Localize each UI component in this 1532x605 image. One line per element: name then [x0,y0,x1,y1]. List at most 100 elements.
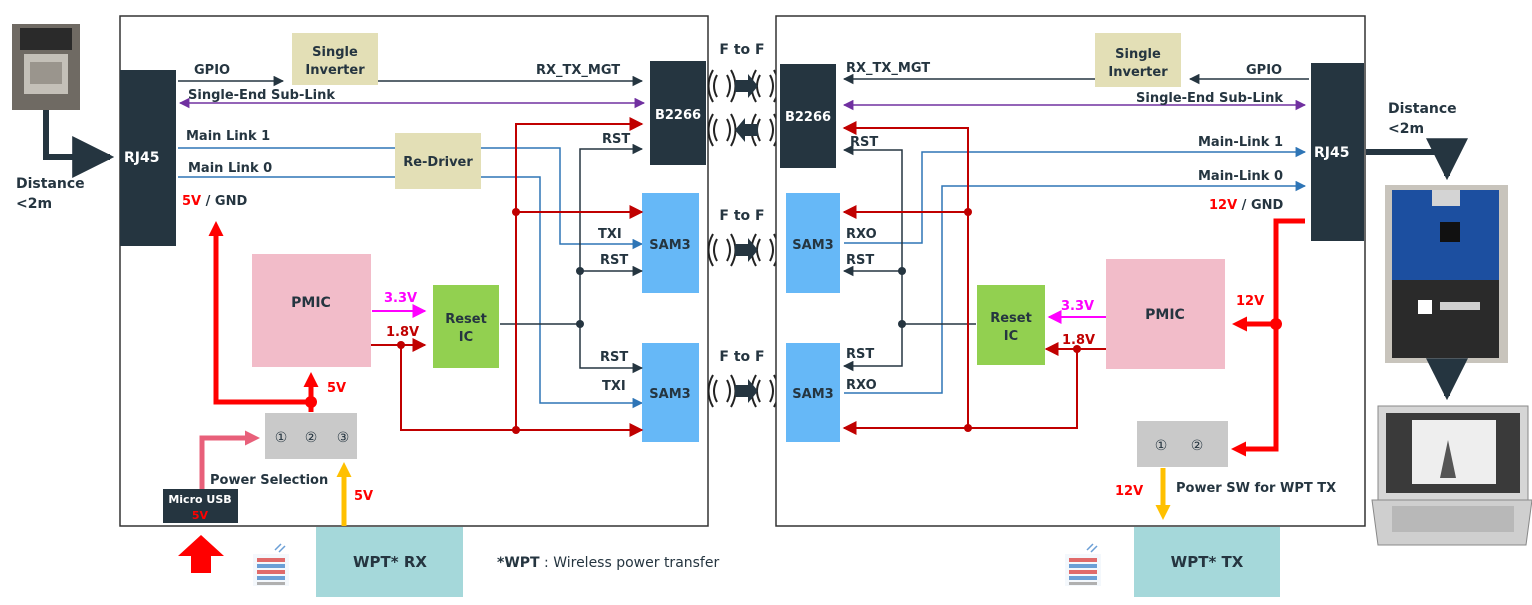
f-to-f-link-bottom: F to F [707,349,780,408]
coupler-icon [707,113,737,147]
f-to-f-link-middle: F to F [707,208,780,267]
left-main-link-1-label: Main Link 1 [186,129,270,144]
right-reset-ic [977,285,1045,365]
left-sam3-bottom [642,343,699,442]
right-rj45-power-label: 12V / GND [1209,198,1284,213]
left-rj45-block [120,70,176,246]
wpt-tx-block [1134,527,1280,597]
camera-photo [12,24,80,110]
left-distance-value: <2m [16,196,52,212]
left-reset-ic [433,285,499,368]
rj45-to-board-arrow [1366,138,1468,181]
left-txi-top-label: TXI [598,227,622,242]
camera-to-rj45-arrow [43,110,115,178]
left-selector-pin-2: ② [305,430,318,446]
left-3v3-label: 3.3V [384,291,417,306]
right-main-link-1-label: Main-Link 1 [1198,135,1283,150]
micro-usb-label: Micro USB [168,493,231,506]
wpt-tx-label: WPT* TX [1171,553,1244,571]
right-sub-link-label: Single-End Sub-Link [1136,91,1283,106]
left-rj45-power-label: 5V / GND [182,194,247,209]
coupler-icon [707,69,737,103]
right-sam3-top-label: SAM3 [792,238,833,253]
left-sub-link-label: Single-End Sub-Link [188,88,335,103]
left-rst-bottom-label: RST [600,350,628,365]
left-sam3-bottom-label: SAM3 [649,387,690,402]
wpt-rx-block [316,527,463,597]
right-power-sw-label: Power SW for WPT TX [1176,481,1336,496]
micro-usb-5v-label: 5V [192,509,209,522]
left-single-inverter [292,33,378,85]
svg-text:F to F: F to F [719,349,764,365]
right-distance-label: Distance [1388,101,1457,117]
left-sam3-top-label: SAM3 [649,238,690,253]
right-main-link-1-line [844,146,1307,244]
right-sw-pin-2: ② [1191,438,1204,454]
left-main-link-0-label: Main Link 0 [188,161,272,176]
right-3v3-label: 3.3V [1061,299,1094,314]
left-inverter-label-2: Inverter [305,63,365,78]
left-inverter-label-1: Single [312,45,358,60]
right-reset-ic-label-2: IC [1004,329,1018,344]
right-b2266-rst-label: RST [850,135,878,150]
left-re-driver [395,133,481,189]
left-sam3-top [642,193,699,293]
left-rj45-label: RJ45 [124,150,159,166]
right-sam3-bottom-label: SAM3 [792,387,833,402]
left-5v-to-rj45-arrow [208,221,311,405]
right-pmic-12v-label: 12V [1236,294,1264,309]
usb-power-input-arrow [178,535,224,573]
left-selector-pin-3: ③ [337,430,350,446]
right-pmic-label: PMIC [1145,307,1185,323]
right-reset-ic-label-1: Reset [990,311,1032,326]
left-rst-network [500,143,644,374]
left-1v8-network [370,117,644,437]
left-re-driver-label: Re-Driver [403,155,473,170]
left-b2266-block [650,61,706,165]
left-main-link-0-line [178,176,644,409]
wpt-footnote: *WPT : Wireless power transfer [497,555,719,571]
wpt-rx-5v-label: 5V [354,489,373,504]
left-power-selector [265,413,357,459]
right-inverter-label-1: Single [1115,47,1161,62]
right-1v8-network [842,121,1106,435]
right-wireless-coil-icon [1064,543,1102,587]
left-power-selection-label: Power Selection [210,473,328,488]
right-rst-bottom-label: RST [846,347,874,362]
usb-to-selector-arrow [199,430,260,490]
right-1v8-label: 1.8V [1062,333,1095,348]
left-rx-tx-mgt-label: RX_TX_MGT [536,63,620,78]
right-12v-to-power-sw-arrow [1231,218,1305,457]
right-rst-top-label: RST [846,253,874,268]
left-txi-bottom-label: TXI [602,379,626,394]
left-reset-ic-label-2: IC [459,330,473,345]
right-rx-tx-mgt-label: RX_TX_MGT [846,61,930,76]
right-rj45-block [1311,63,1364,241]
left-reset-ic-label-1: Reset [445,312,487,327]
left-rst-top-label: RST [600,253,628,268]
svg-text:F to F: F to F [719,208,764,224]
right-b2266-label: B2266 [785,110,831,125]
micro-usb-block [163,489,238,523]
right-distance-value: <2m [1388,121,1424,137]
right-b2266-block [780,64,836,168]
right-sw-pin-1: ① [1155,438,1168,454]
left-pmic-label: PMIC [291,295,331,311]
left-wireless-coil-icon [252,543,290,587]
right-rxo-top-label: RXO [846,227,877,242]
left-selector-pin-1: ① [275,430,288,446]
left-pmic-5v-label: 5V [327,381,346,396]
right-main-link-0-line [844,180,1307,394]
coupler-icon [707,233,737,267]
right-main-link-0-label: Main-Link 0 [1198,169,1283,184]
wpt-rx-label: WPT* RX [353,553,427,571]
right-pmic-block [1106,259,1225,369]
left-pmic-block [252,254,371,367]
left-b2266-rst-label: RST [602,132,630,147]
right-sam3-bottom [786,343,840,442]
left-distance-label: Distance [16,176,85,192]
right-single-inverter [1095,33,1181,87]
left-1v8-label: 1.8V [386,325,419,340]
laptop-photo [1371,405,1532,546]
